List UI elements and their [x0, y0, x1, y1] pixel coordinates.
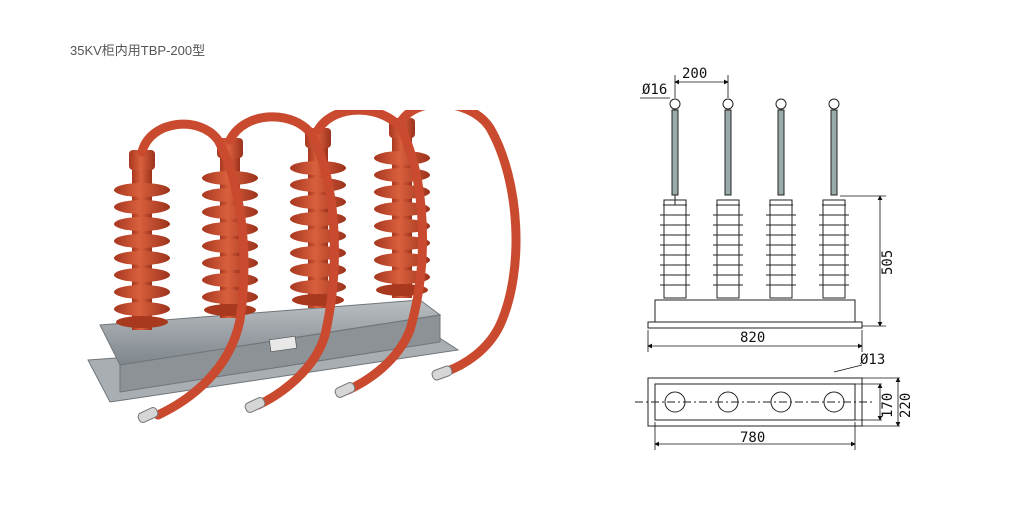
technical-drawing: 200 Ø16 505 820 Ø13 170 220 780 — [635, 66, 910, 450]
product-photo — [87, 110, 521, 423]
dim-height: 505 — [880, 250, 896, 275]
dim-spacing: 200 — [682, 66, 707, 82]
dim-dia-top: Ø16 — [642, 82, 667, 98]
insulator-stack — [114, 118, 430, 330]
dim-dia-hole: Ø13 — [860, 352, 885, 368]
dim-width-inner: 170 — [880, 393, 896, 418]
cable-leads — [137, 110, 521, 420]
plan-view — [635, 377, 875, 427]
dim-width-outer: 220 — [898, 393, 910, 418]
product-caption: 35KV柜内用TBP-200型 — [70, 43, 206, 58]
dim-length-front: 820 — [740, 330, 765, 346]
dim-length-base: 780 — [740, 430, 765, 446]
front-view — [647, 98, 863, 329]
cable-lugs — [137, 365, 453, 423]
